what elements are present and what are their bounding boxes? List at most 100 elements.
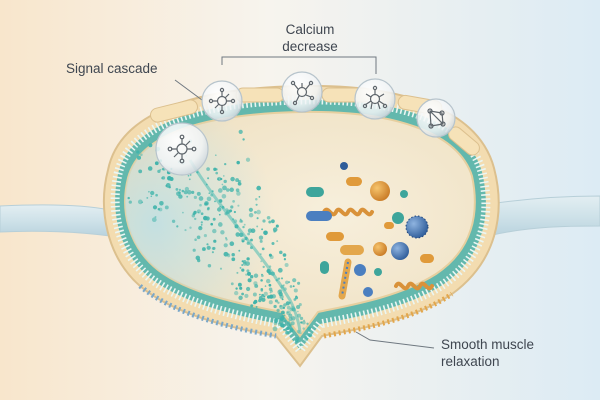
- calcium-particles: [127, 129, 313, 343]
- calcium-particle: [200, 221, 203, 224]
- callout-lines: [174, 56, 435, 349]
- calcium-particle: [223, 179, 227, 184]
- calcium-particle: [236, 191, 241, 196]
- calcium-particle: [282, 312, 285, 314]
- calcium-particle: [161, 167, 165, 171]
- calcium-particle: [235, 232, 240, 237]
- calcium-particle: [171, 219, 176, 223]
- calcium-particle: [255, 197, 258, 201]
- calcium-particle: [285, 330, 289, 335]
- calcium-particle: [238, 249, 241, 252]
- calcium-particle: [212, 246, 216, 250]
- calcium-particle: [283, 258, 287, 261]
- calcium-particle: [229, 241, 235, 247]
- calcium-particle: [140, 153, 143, 157]
- calcium-particle: [206, 243, 209, 246]
- calcium-particle: [254, 284, 259, 288]
- calcium-particle: [258, 235, 264, 240]
- calcium-particle: [285, 280, 289, 285]
- calcium-particle: [146, 196, 149, 199]
- calcium-particle: [235, 287, 238, 290]
- calcium-particle: [159, 168, 162, 171]
- calcium-particle: [239, 266, 242, 269]
- calcium-particle: [256, 209, 261, 215]
- calcium-particle: [241, 238, 246, 243]
- calcium-particle: [176, 225, 179, 228]
- calcium-particle: [137, 199, 143, 205]
- calcium-particle: [165, 184, 168, 187]
- calcium-particle: [266, 295, 271, 299]
- calcium-particle: [154, 161, 159, 166]
- calcium-particle: [266, 216, 271, 220]
- calcium-particle: [246, 269, 250, 273]
- calcium-particle: [151, 217, 157, 223]
- calcium-particle: [191, 190, 195, 194]
- calcium-particle: [241, 264, 244, 266]
- calcium-particle: [199, 203, 202, 207]
- calcium-particle: [189, 174, 192, 176]
- calcium-particle: [138, 169, 143, 174]
- calcium-particle: [284, 262, 289, 268]
- calcium-particle: [277, 277, 281, 280]
- calcium-particle: [189, 226, 192, 229]
- calcium-particle: [184, 186, 190, 192]
- calcium-decrease-label: Calcium decrease: [262, 21, 358, 55]
- calcium-particle: [239, 286, 243, 290]
- calcium-particle: [200, 223, 203, 226]
- calcium-particle: [231, 252, 235, 257]
- calcium-particle: [295, 295, 298, 298]
- calcium-particle: [169, 176, 174, 182]
- calcium-particle: [237, 282, 242, 287]
- calcium-particle: [214, 200, 216, 203]
- calcium-particle: [275, 224, 279, 228]
- calcium-particle: [215, 171, 218, 175]
- calcium-particle: [268, 300, 273, 305]
- calcium-particle: [264, 285, 267, 287]
- calcium-particle: [217, 178, 220, 181]
- calcium-particle: [217, 222, 223, 227]
- calcium-particle: [273, 318, 279, 323]
- calcium-particle: [157, 169, 161, 174]
- calcium-particle: [282, 253, 287, 257]
- calcium-particle: [289, 328, 293, 332]
- calcium-particle: [245, 157, 251, 162]
- calcium-particle: [268, 253, 272, 257]
- calcium-particle: [297, 281, 301, 285]
- calcium-particle: [217, 207, 222, 212]
- calcium-particle: [307, 326, 311, 331]
- calcium-particle: [297, 310, 299, 313]
- calcium-particle: [302, 327, 305, 330]
- calcium-particle: [271, 294, 277, 299]
- calcium-particle: [223, 251, 229, 257]
- calcium-particle: [175, 188, 179, 191]
- calcium-particle: [161, 176, 166, 180]
- calcium-particle: [225, 188, 230, 192]
- calcium-particle: [147, 166, 153, 171]
- calcium-particle: [299, 316, 304, 321]
- calcium-particle: [261, 247, 265, 251]
- calcium-particle: [236, 160, 240, 165]
- calcium-particle: [241, 292, 244, 296]
- calcium-particle: [255, 203, 258, 206]
- calcium-particle: [261, 297, 266, 302]
- calcium-particle: [250, 304, 254, 308]
- calcium-particle: [219, 267, 223, 270]
- calcium-particle: [263, 291, 268, 296]
- calcium-particle: [256, 185, 262, 191]
- calcium-particle: [279, 294, 284, 299]
- calcium-particle: [252, 292, 257, 297]
- calcium-particle: [148, 190, 150, 193]
- relaxation-text-line2: relaxation: [441, 354, 500, 369]
- receptor-sphere-icon: [155, 71, 456, 176]
- calcium-particle: [194, 217, 197, 221]
- calcium-particle: [247, 271, 251, 276]
- calcium-particle: [200, 212, 204, 216]
- calcium-particle: [222, 175, 225, 177]
- calcium-particle: [303, 319, 306, 322]
- calcium-particle: [260, 279, 263, 282]
- calcium-particle: [255, 306, 258, 308]
- calcium-particle: [184, 229, 187, 232]
- calcium-particle: [136, 155, 142, 160]
- calcium-particle: [176, 191, 181, 197]
